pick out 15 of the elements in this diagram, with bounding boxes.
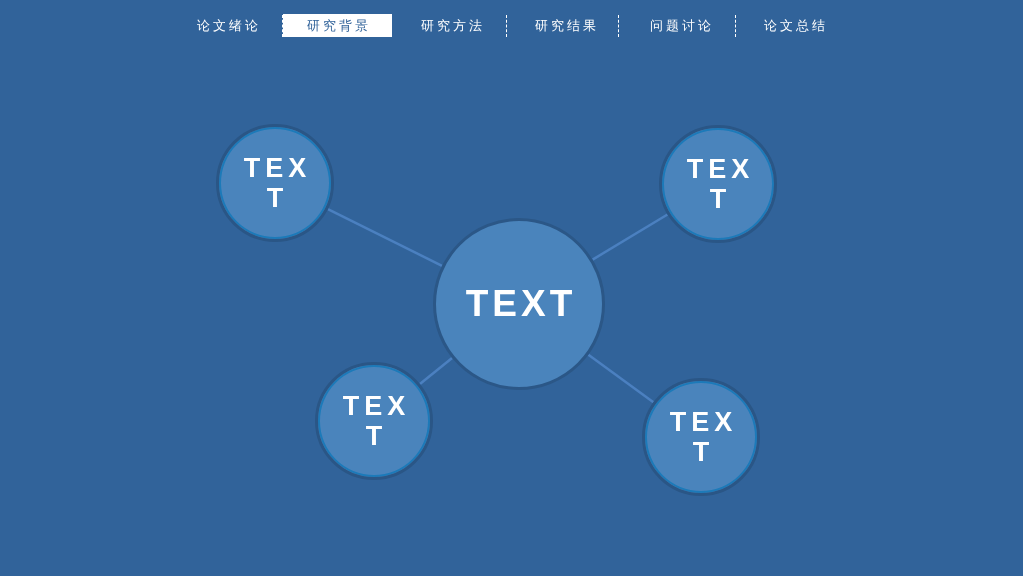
circle-label: TEXT xyxy=(341,391,411,451)
nav-label: 论文绪论 xyxy=(195,17,261,35)
selected-nav-tab: 研究背景 xyxy=(283,14,392,37)
circle-label: TEXT xyxy=(668,407,738,467)
circle-label: TEXT xyxy=(242,153,312,213)
nav-label: 问题讨论 xyxy=(648,17,714,35)
nav-label: 研究结果 xyxy=(533,17,599,35)
connector-line xyxy=(419,357,453,385)
circle-label: TEXT xyxy=(685,154,755,214)
connector-line xyxy=(591,213,669,261)
connector-line xyxy=(587,353,655,404)
nav-label: 研究方法 xyxy=(419,17,485,35)
nav-label: 论文总结 xyxy=(762,17,828,35)
connector-line xyxy=(327,208,443,267)
circle-label: TEXT xyxy=(464,283,577,325)
